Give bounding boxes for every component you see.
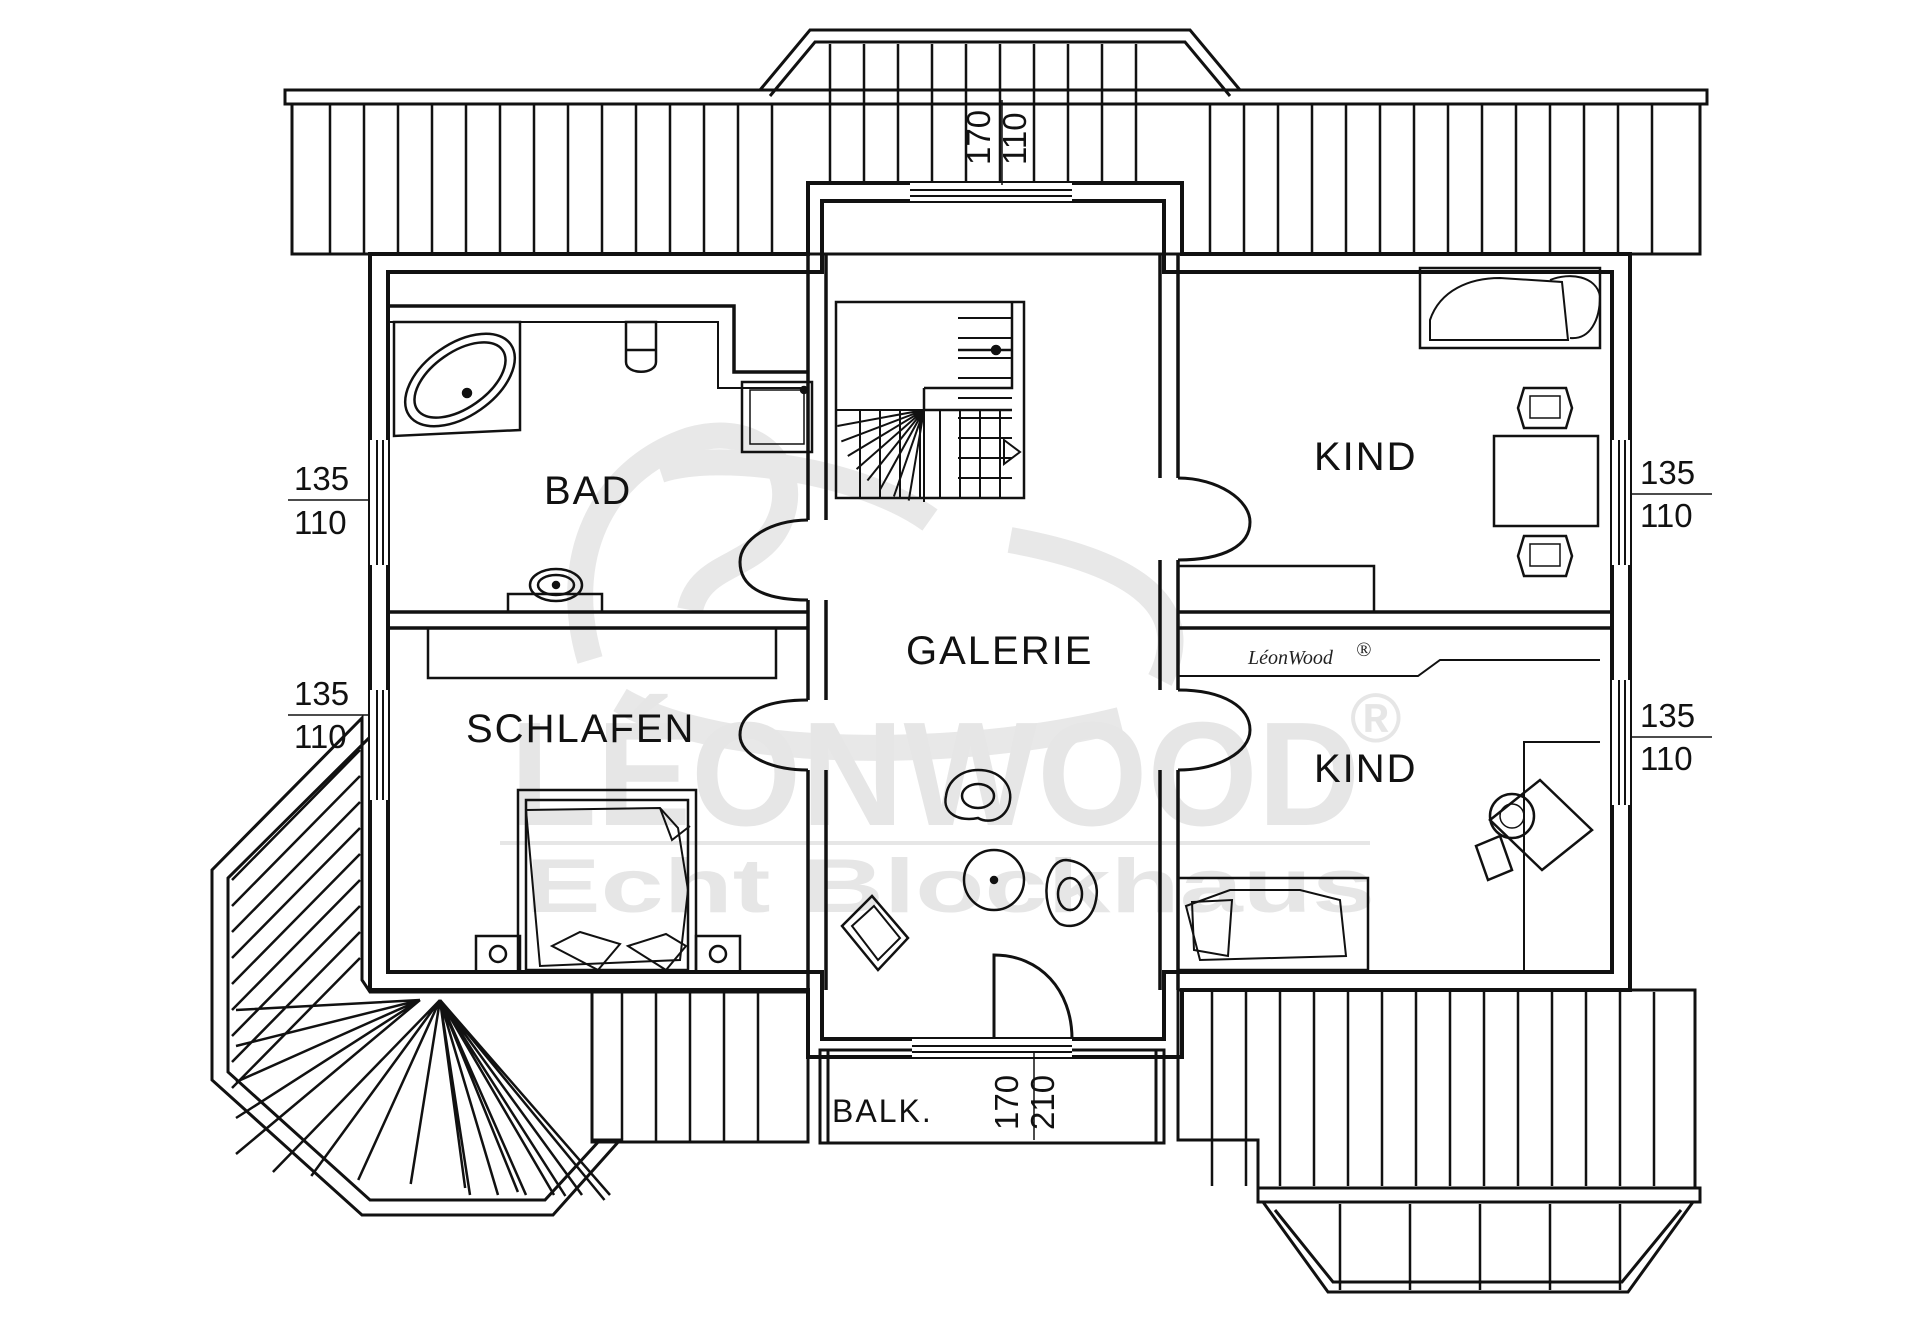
brand-small: LéonWood ® — [1247, 639, 1371, 669]
shower-icon — [740, 380, 814, 454]
lounge-chair-icon — [840, 894, 910, 972]
window-left-bad — [370, 440, 388, 565]
dim-left-schlafen-lower: 110 — [294, 718, 347, 755]
low-cabinet — [1176, 564, 1376, 614]
roof-bottom-middle-hatching — [620, 992, 760, 1142]
window-right-kind-upper — [1612, 440, 1630, 565]
desk-with-chair-icon — [1474, 778, 1594, 882]
room-label-balkon: BALK. — [832, 1093, 933, 1129]
window-top — [910, 183, 1072, 201]
galerie-furniture — [840, 768, 1098, 972]
room-label-kind-lower: KIND — [1314, 747, 1418, 791]
dim-top-window-upper: 170 — [960, 110, 997, 165]
room-label-kind-upper: KIND — [1314, 435, 1418, 479]
watermark-registered: ® — [1350, 679, 1402, 757]
stair-arrow-icon — [1003, 438, 1022, 466]
room-label-bad: BAD — [544, 469, 632, 513]
staircase — [834, 300, 1026, 502]
window-balcony-door — [912, 1039, 1072, 1057]
bathroom-fixtures — [392, 320, 814, 614]
dim-left-schlafen-upper: 135 — [294, 675, 349, 712]
toilet-icon — [624, 320, 658, 373]
dim-left-bad-lower: 110 — [294, 504, 347, 541]
bathtub-icon — [392, 320, 522, 438]
roof-left-octagon — [210, 714, 624, 1217]
desk-chair-bottom-icon — [1516, 534, 1574, 578]
brand-small-logo: LéonWood — [1247, 647, 1334, 669]
bedroom-furniture — [426, 626, 778, 974]
roof-bottom-middle — [590, 990, 810, 1144]
wardrobe — [426, 626, 778, 680]
kind-lower-partition — [1178, 659, 1600, 677]
sink-icon — [506, 567, 604, 614]
dim-right-kind-upper-upper: 135 — [1640, 454, 1695, 491]
interior-walls — [388, 254, 1612, 1040]
window-left-schlafen — [370, 690, 388, 800]
room-labels: BAD KIND GALERIE SCHLAFEN KIND BALK. — [466, 435, 1418, 1129]
brand-small-registered: ® — [1356, 639, 1371, 661]
roof-left-octagon-hatching — [231, 749, 611, 1201]
room-label-schlafen: SCHLAFEN — [466, 707, 695, 751]
watermark-tagline: Echt Blockhaus — [525, 844, 1375, 929]
roof-bottom-right — [1176, 988, 1702, 1294]
round-table-icon — [962, 848, 1026, 912]
windows — [370, 183, 1630, 1057]
armchair-icon — [1045, 858, 1098, 928]
double-bed-icon — [516, 788, 698, 974]
window-right-kind-lower — [1612, 680, 1630, 805]
dim-left-bad-upper: 135 — [294, 460, 349, 497]
watermark: LÉONWOOD Echt Blockhaus ® — [500, 422, 1402, 929]
desk-chair-top-icon — [1516, 386, 1574, 430]
kind-lower-furniture — [1176, 659, 1600, 972]
dim-right-kind-upper-lower: 110 — [1640, 497, 1693, 534]
kind-upper-furniture — [1176, 266, 1602, 614]
dimension-labels: 170 110 135 110 135 110 135 110 135 110 … — [288, 100, 1712, 1140]
dim-balcony-door-upper: 170 — [988, 1075, 1025, 1130]
bay-railing — [1338, 1204, 1622, 1290]
roof-top — [283, 28, 1709, 256]
stair-treads — [836, 317, 1012, 502]
single-bed-icon — [1176, 876, 1370, 972]
single-bed-icon — [1418, 266, 1602, 350]
dim-right-kind-lower-lower: 110 — [1640, 740, 1693, 777]
room-label-galerie: GALERIE — [906, 629, 1093, 673]
armchair-icon — [944, 768, 1012, 822]
roof-top-hatching — [328, 44, 1654, 254]
roof-bottom-right-hatching — [1210, 992, 1656, 1186]
nightstand-left-icon — [474, 934, 522, 974]
nightstand-right-icon — [694, 934, 742, 974]
desk-icon — [1492, 434, 1600, 528]
dim-balcony-door-lower: 210 — [1024, 1075, 1061, 1130]
dim-right-kind-lower-upper: 135 — [1640, 697, 1695, 734]
watermark-brand: LÉONWOOD — [510, 692, 1360, 857]
